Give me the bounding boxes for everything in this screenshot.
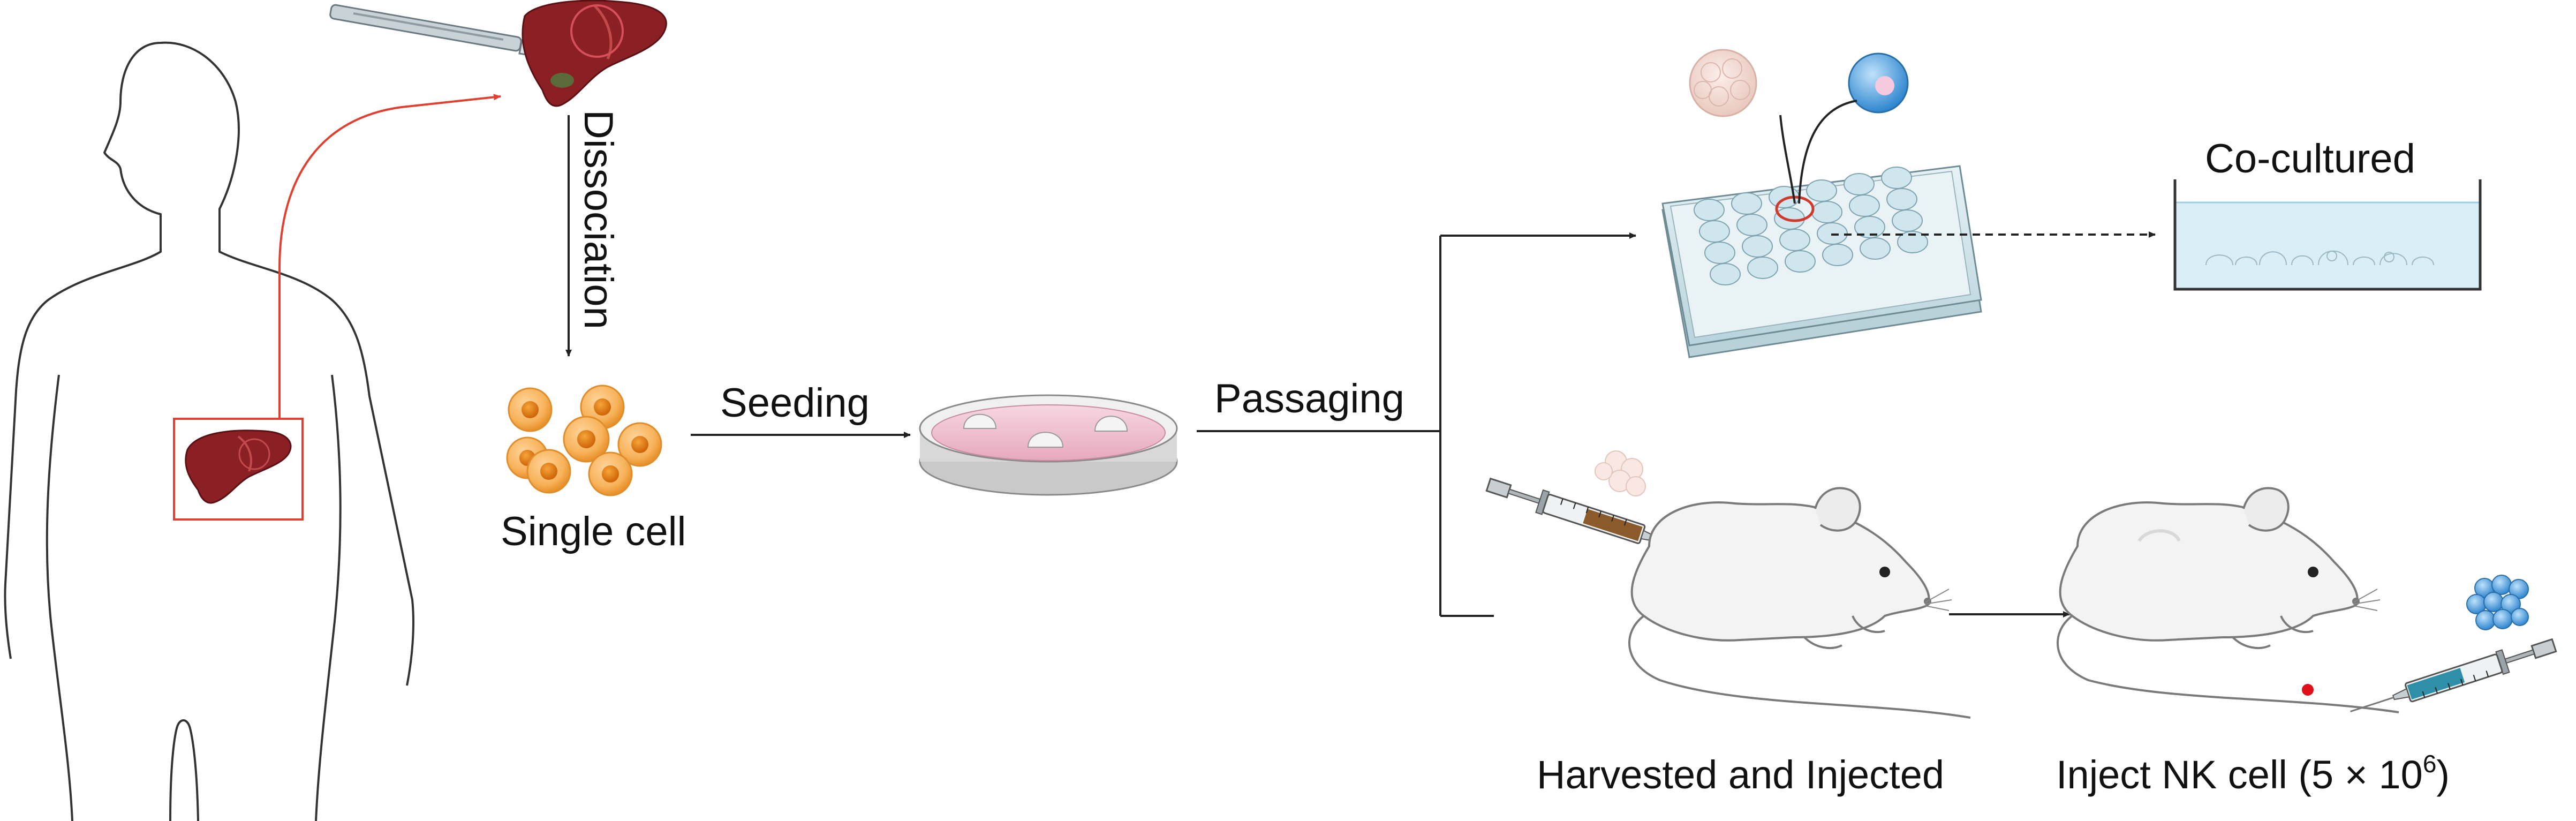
nk-cell-icon [1848, 52, 1909, 114]
culture-container-icon [2173, 179, 2482, 291]
single-cell-icon [506, 385, 662, 496]
seeding-label: Seeding [720, 380, 870, 426]
extraction-connector [278, 94, 501, 419]
human-silhouette-icon [4, 41, 414, 821]
nk-to-well-line [1798, 100, 1857, 204]
syringe-icon [2350, 638, 2557, 713]
well-plate-icon [1661, 165, 1982, 358]
liver-icon [185, 430, 292, 504]
inject-nk-label: Inject NK cell (5 × 106) [2056, 750, 2450, 797]
petri-dish-icon [919, 394, 1178, 496]
nk-cell-icon [2466, 575, 2529, 630]
organoid-icon [1689, 49, 1757, 117]
liver-highlight-box [173, 418, 304, 521]
syringe-icon [1485, 477, 1693, 552]
mouse-icon [1628, 487, 1971, 719]
passaging-label: Passaging [1214, 376, 1404, 421]
liver-icon [522, 0, 667, 107]
co-cultured-label: Co-cultured [2205, 136, 2415, 182]
organoid-icon [1595, 450, 1646, 496]
injection-site-dot [2302, 684, 2314, 696]
harvested-injected-label: Harvested and Injected [1537, 752, 1944, 797]
dissociation-label: Dissociation [576, 110, 621, 329]
mouse-icon [2056, 487, 2399, 713]
single-cell-label: Single cell [501, 509, 686, 554]
organoid-icon [963, 413, 1128, 448]
organoid-to-well-line [1779, 115, 1796, 204]
